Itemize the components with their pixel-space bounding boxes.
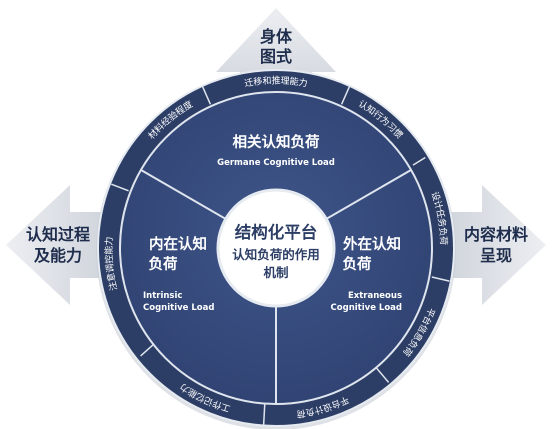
arrow-top-label-line1: 身体 <box>260 27 293 46</box>
arrow-right-label-line2: 呈现 <box>480 246 512 265</box>
extraneous-en-line1: Extraneous <box>348 291 402 301</box>
intrinsic-en-line1: Intrinsic <box>143 291 182 301</box>
extraneous-en-line2: Cognitive Load <box>331 303 402 313</box>
center-title: 结构化平台 <box>235 222 318 242</box>
arrow-right-label-line1: 内容材料 <box>464 225 528 244</box>
arrow-left-label-line2: 及能力 <box>34 246 82 265</box>
intrinsic-en-line2: Cognitive Load <box>143 303 214 313</box>
ring-label-top-center: 迁移和推理能力 <box>244 75 309 90</box>
ring-dividers <box>111 86 450 426</box>
germane-cn-label: 相关认知负荷 <box>233 133 320 151</box>
intrinsic-cn-line2: 负荷 <box>149 255 178 273</box>
center-circle <box>216 188 336 308</box>
arrow-left-label-line1: 认知过程 <box>26 225 90 244</box>
arrow-top-label-line2: 图式 <box>260 47 292 66</box>
intrinsic-cn-line1: 内在认知 <box>149 235 207 253</box>
center-subtitle-line1: 认知负荷的作用 <box>232 247 320 262</box>
extraneous-cn-line1: 外在认知 <box>343 235 401 253</box>
germane-en-label: Germane Cognitive Load <box>217 158 335 168</box>
extraneous-cn-line2: 负荷 <box>343 255 372 273</box>
center-subtitle-line2: 机制 <box>263 265 288 280</box>
